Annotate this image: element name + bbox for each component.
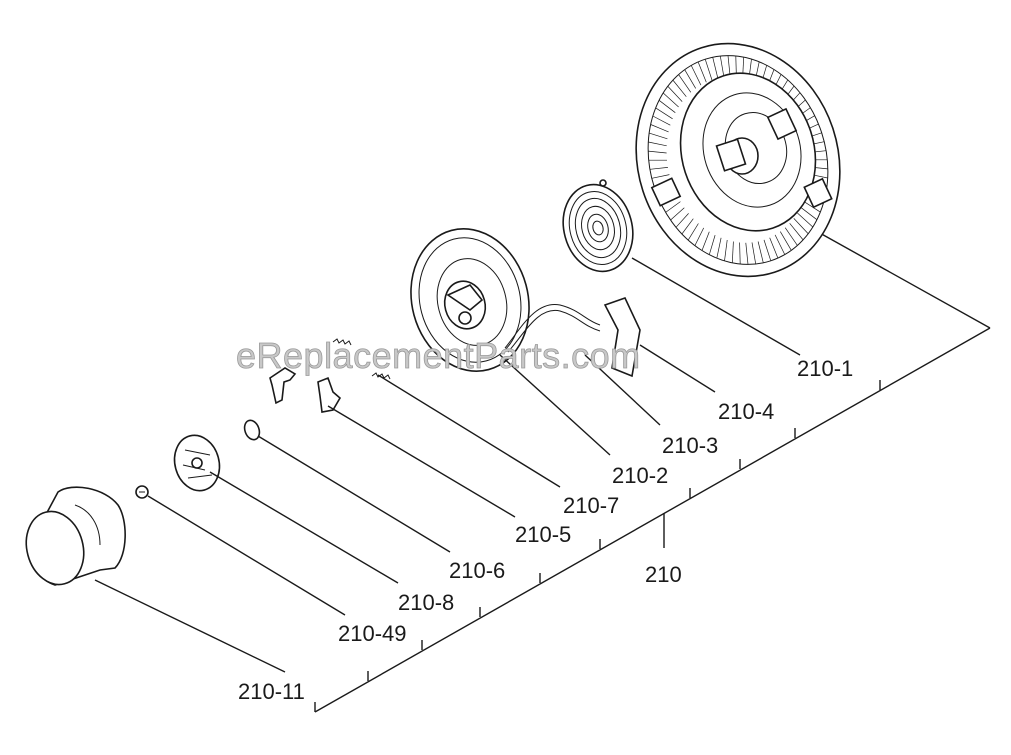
housing-fin — [652, 115, 671, 126]
callout-210-4: 210-4 — [718, 399, 774, 424]
housing-fin — [757, 241, 764, 263]
housing-fin — [648, 141, 667, 147]
callout-210-5: 210-5 — [515, 522, 571, 547]
housing-fin — [672, 79, 687, 97]
housing-fin — [793, 218, 809, 234]
housing-fin — [708, 235, 716, 255]
housing-fin — [769, 237, 779, 259]
assembly-bracket-210 — [314, 231, 991, 713]
housing-fin — [681, 218, 694, 235]
housing-fin — [800, 207, 818, 220]
housing-fin — [694, 227, 705, 246]
starter-housing-part — [635, 42, 841, 278]
housing-fin — [731, 241, 734, 263]
housing-fin — [779, 231, 792, 251]
housing-fin — [704, 59, 713, 81]
callout-210: 210 — [645, 562, 682, 587]
callout-210-7: 210-7 — [563, 493, 619, 518]
starter-rope-handle-part — [504, 297, 641, 378]
housing-fin — [745, 242, 749, 265]
starter-pulley-part — [410, 228, 530, 372]
screw-part — [135, 485, 149, 499]
callout-210-11: 210-11 — [238, 679, 305, 704]
housing-fin — [651, 174, 670, 179]
housing-fin — [648, 132, 668, 140]
leader-lines — [94, 257, 801, 673]
callout-210-3: 210-3 — [662, 433, 718, 458]
callout-210-2: 210-2 — [612, 463, 668, 488]
housing-fin — [662, 92, 679, 108]
housing-fin — [712, 57, 719, 79]
callout-labels: 210-1 210-4 210-3 210-2 210-7 210-5 210 … — [238, 356, 853, 704]
housing-fin — [789, 223, 804, 241]
housing-fin — [675, 213, 689, 228]
housing-fin — [739, 242, 741, 265]
callout-210-8: 210-8 — [398, 590, 454, 615]
recoil-spring-part — [562, 179, 634, 273]
housing-fin — [678, 74, 692, 93]
housing-fin — [658, 100, 676, 113]
housing-fin — [649, 167, 668, 170]
housing-fin — [650, 124, 669, 133]
watermark-text: eReplacementParts.com — [236, 335, 641, 376]
housing-fin — [716, 237, 722, 259]
housing-fin — [665, 201, 681, 213]
housing-fin — [751, 242, 757, 265]
pawl-part — [269, 367, 342, 413]
housing-fin — [697, 61, 707, 83]
housing-fin — [667, 86, 683, 102]
housing-fin — [687, 223, 699, 241]
housing-fin — [670, 207, 685, 221]
housing-fin — [655, 107, 673, 120]
housing-fin — [803, 200, 821, 213]
housing-fin — [684, 69, 697, 89]
housing-fin — [797, 212, 814, 228]
callout-210-49: 210-49 — [338, 621, 407, 646]
callout-210-6: 210-6 — [449, 558, 505, 583]
housing-fin — [774, 234, 786, 255]
ratchet-plate-part — [173, 434, 221, 492]
callout-210-1: 210-1 — [797, 356, 853, 381]
housing-fin — [719, 55, 725, 78]
starter-cup-part — [25, 486, 126, 586]
housing-fin — [784, 227, 798, 246]
washer-part — [243, 419, 261, 441]
housing-fin — [690, 65, 702, 86]
housing-fin — [763, 239, 772, 261]
housing-fin — [724, 239, 728, 261]
small-spring-part — [332, 338, 391, 380]
housing-fin — [701, 231, 710, 251]
housing-fin — [648, 150, 667, 154]
